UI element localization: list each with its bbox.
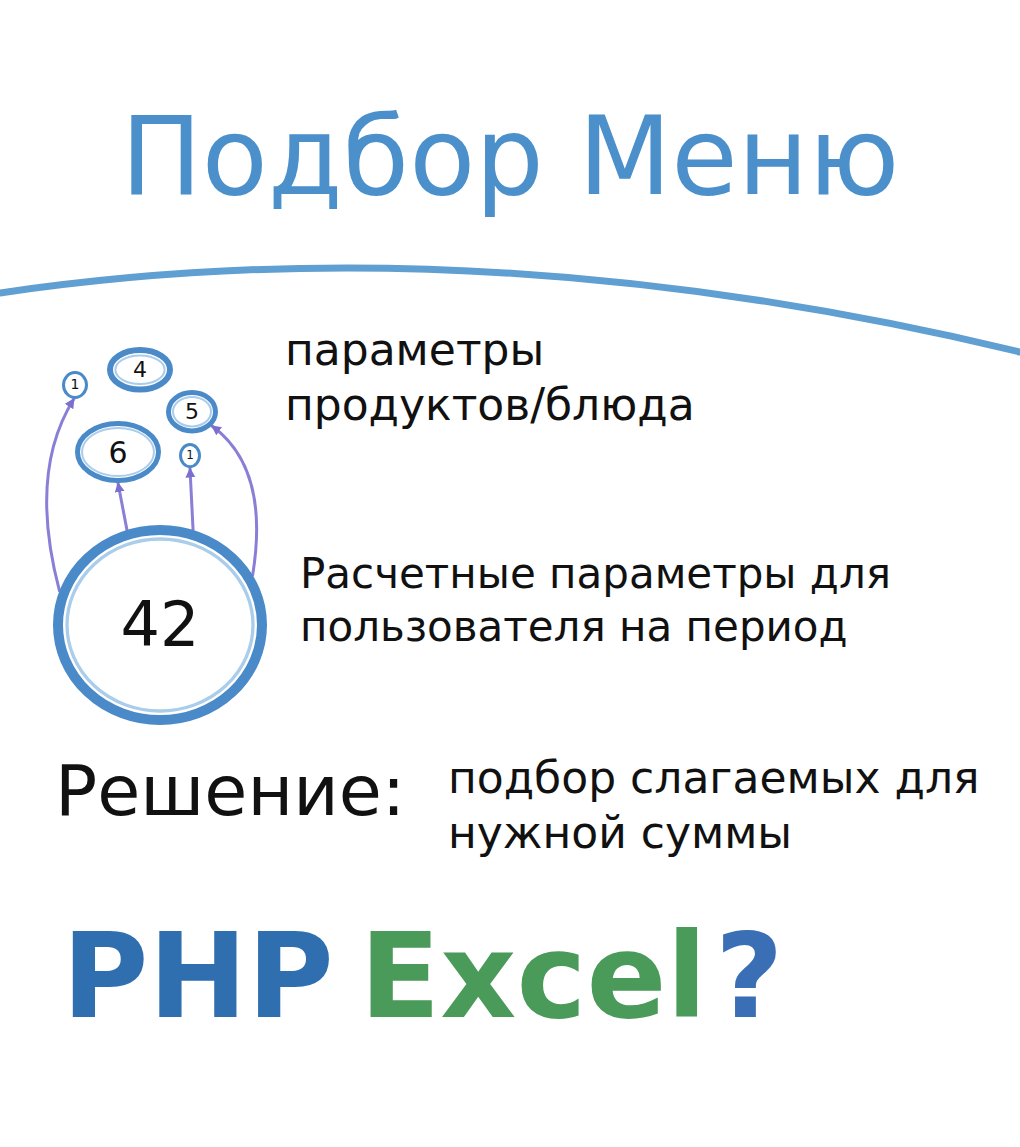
circle-node: 42 (53, 525, 267, 725)
arrow-connector (47, 399, 74, 591)
circle-node: 1 (179, 443, 201, 468)
note-text: Расчетные параметры для пользователя на … (300, 548, 1000, 653)
circle-node: 1 (62, 371, 88, 399)
circle-ring (181, 445, 200, 467)
circle-ring (110, 350, 170, 389)
circle-ring (64, 372, 87, 397)
circle-ring (169, 393, 216, 431)
circle-node: 6 (75, 421, 161, 483)
title: Подбор Меню (0, 98, 1020, 217)
circle-inner-ring (82, 428, 154, 476)
circle-number: 4 (133, 358, 147, 382)
tool-word: PHP (62, 912, 334, 1042)
note-text: Решение: (55, 748, 435, 836)
circle-number: 1 (71, 377, 80, 392)
circle-number: 42 (121, 591, 200, 659)
circle-node: 5 (166, 390, 218, 433)
arrow-connector (118, 483, 127, 530)
circle-inner-ring (67, 539, 253, 711)
note-text: подбор слагаемых для нужной суммы (448, 750, 1008, 860)
tool-word: ? (715, 912, 783, 1042)
circle-node: 4 (107, 347, 173, 392)
circle-number: 6 (108, 436, 127, 469)
circle-number: 1 (186, 449, 194, 462)
circle-number: 5 (185, 400, 199, 424)
circle-ring (78, 424, 159, 481)
arrow-connector (190, 469, 193, 530)
note-text: параметры продуктов/блюда (285, 322, 735, 432)
tool-word: Excel (360, 912, 707, 1042)
circle-ring (58, 530, 262, 720)
circle-inner-ring (115, 356, 164, 385)
circle-inner-ring (173, 397, 211, 426)
php-excel-row: PHPExcel? (62, 912, 783, 1042)
